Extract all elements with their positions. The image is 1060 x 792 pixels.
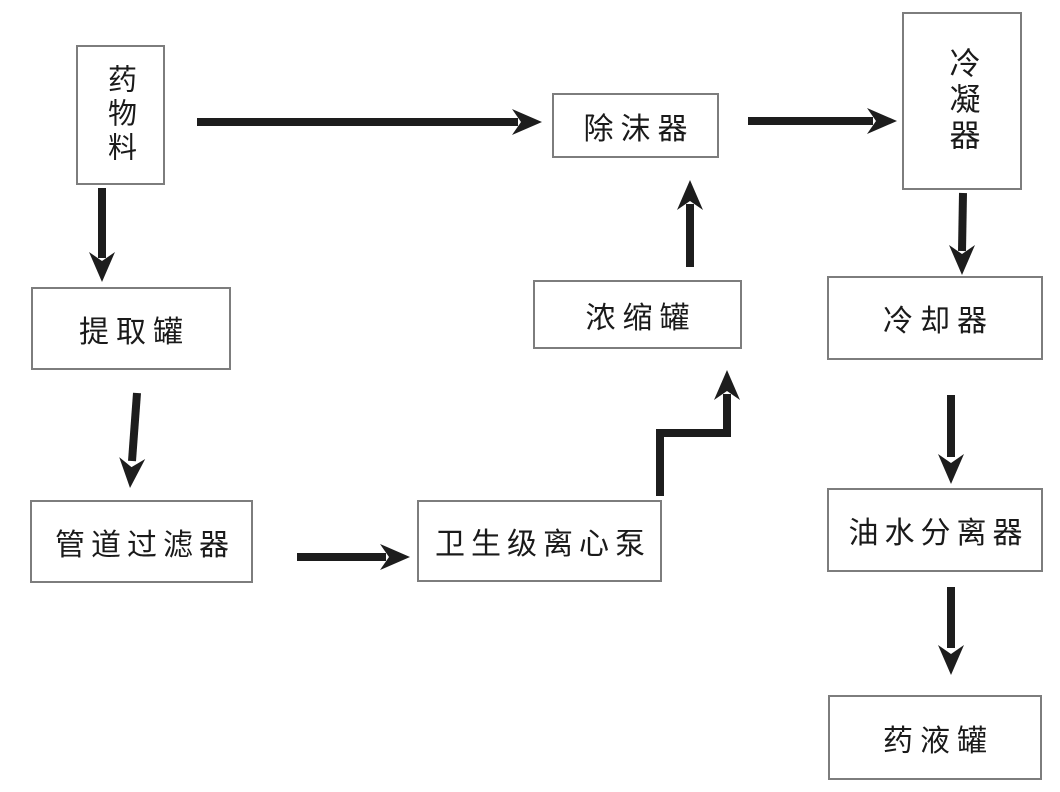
node-medicine-tank: 药液罐	[828, 695, 1042, 780]
node-cooler: 冷却器	[827, 276, 1043, 360]
arrow-demister-to-condenser	[748, 108, 897, 134]
arrow-oil-water-separator-to-medicine-tank	[938, 587, 964, 675]
arrow-sanitary-pump-to-concentration-tank	[656, 370, 740, 496]
arrow-pipeline-filter-to-sanitary-pump	[297, 544, 410, 570]
arrow-concentration-tank-to-demister	[677, 180, 703, 267]
node-oil-water-separator: 油水分离器	[827, 488, 1043, 572]
node-drug-material: 药物料	[76, 45, 165, 185]
node-condenser: 冷凝器	[902, 12, 1022, 190]
node-extraction-tank: 提取罐	[31, 287, 231, 370]
arrow-extraction-tank-to-pipeline-filter	[119, 392, 146, 488]
node-pipeline-filter: 管道过滤器	[30, 500, 253, 583]
arrow-condenser-to-cooler	[949, 192, 975, 275]
node-concentration-tank: 浓缩罐	[533, 280, 742, 349]
node-sanitary-pump: 卫生级离心泵	[417, 500, 662, 582]
arrow-drug-material-to-demister	[197, 109, 542, 135]
node-demister: 除沫器	[552, 93, 719, 158]
arrow-cooler-to-oil-water-separator	[938, 395, 964, 484]
arrow-drug-material-to-extraction-tank	[89, 188, 115, 282]
